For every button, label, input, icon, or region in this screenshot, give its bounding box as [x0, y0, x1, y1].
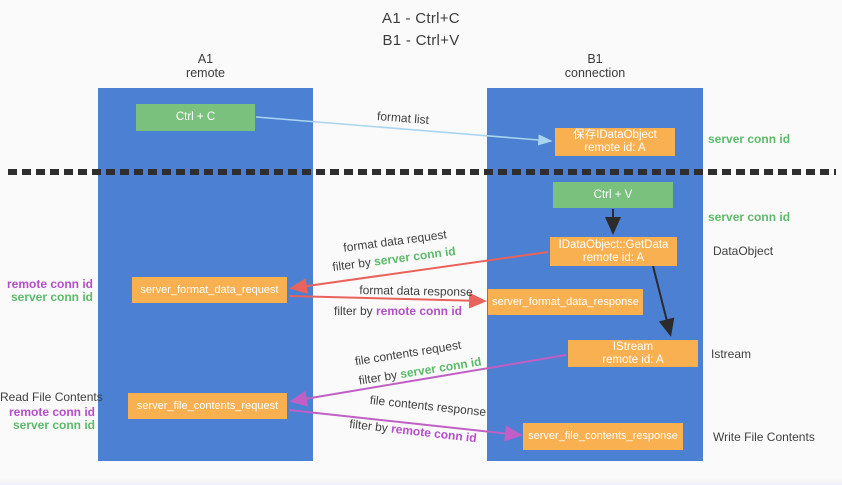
file-contents-request-arrow [289, 354, 567, 407]
title-line-2: B1 - Ctrl+V [382, 32, 460, 49]
remote-conn-id-label-file: remote conn id [8, 405, 95, 419]
node-ctrl-c: Ctrl + C [136, 104, 255, 131]
diagram-title: A1 - Ctrl+C B1 - Ctrl+V [0, 8, 842, 52]
node-getdata-line2: remote id: A [582, 251, 645, 264]
node-ctrl-v-label: Ctrl + V [593, 188, 633, 201]
format-data-request-arrow [289, 251, 549, 294]
node-file-request: server_file_contents_request [128, 393, 287, 419]
node-format-response-label: server_format_data_response [492, 295, 639, 308]
lifeline-a1-subtitle: remote [186, 66, 225, 80]
node-file-response-label: server_file_contents_response [528, 430, 678, 442]
server-conn-id-label-mid: server conn id [708, 210, 791, 224]
file-contents-response-arrow [288, 409, 523, 442]
node-getdata-line1: IDataObject::GetData [558, 238, 669, 251]
node-istream-line2: remote id: A [602, 353, 664, 366]
lifeline-header-b1: B1 connection [487, 52, 703, 80]
title-line-1: A1 - Ctrl+C [382, 10, 460, 27]
bottom-fade [0, 478, 842, 485]
lifeline-header-a1: A1 remote [98, 52, 313, 80]
format-list-arrow [255, 116, 553, 146]
node-format-request: server_format_data_request [132, 277, 287, 303]
write-file-contents-label: Write File Contents [713, 430, 815, 444]
node-save-dataobject: 保存IDataObject remote id: A [555, 128, 675, 156]
read-file-contents-group: Read File Contents remote conn id server… [0, 390, 103, 432]
node-istream: IStream remote id: A [568, 340, 698, 367]
remote-conn-id-text: remote conn id [376, 304, 463, 318]
node-istream-line1: IStream [612, 340, 654, 353]
node-save-dataobject-line1: 保存IDataObject [573, 129, 657, 141]
node-save-dataobject-line2: remote id: A [584, 142, 646, 154]
format-conn-id-group: remote conn id server conn id [0, 278, 93, 304]
format-data-response-text: format data response [359, 283, 473, 299]
format-data-response-filter: filter by remote conn id [334, 304, 462, 318]
node-format-request-label: server_format_data_request [140, 283, 279, 296]
lifeline-b1-subtitle: connection [564, 66, 626, 80]
remote-conn-id-label-format: remote conn id [6, 277, 93, 291]
node-getdata: IDataObject::GetData remote id: A [550, 237, 677, 266]
node-format-response: server_format_data_response [488, 289, 643, 315]
format-data-response-label: format data response [359, 283, 473, 299]
dataobject-label: DataObject [713, 244, 774, 258]
node-file-response: server_file_contents_response [523, 423, 683, 450]
format-data-response-arrow [288, 292, 487, 309]
getdata-to-istream-arrow [652, 265, 675, 337]
server-conn-id-label-file: server conn id [12, 418, 95, 432]
lifeline-a1-title: A1 [197, 52, 214, 66]
lifeline-b1-title: B1 [587, 52, 603, 66]
istream-label: Istream [711, 347, 752, 361]
node-ctrl-c-label: Ctrl + C [175, 111, 216, 123]
node-ctrl-v: Ctrl + V [553, 182, 673, 208]
read-file-contents-label: Read File Contents [0, 390, 103, 404]
session-separator-line [8, 169, 836, 175]
filter-by-text: filter by [333, 304, 376, 318]
server-conn-id-label-format: server conn id [10, 290, 93, 304]
node-file-request-label: server_file_contents_request [136, 399, 279, 412]
server-conn-id-label-top: server conn id [708, 132, 791, 146]
